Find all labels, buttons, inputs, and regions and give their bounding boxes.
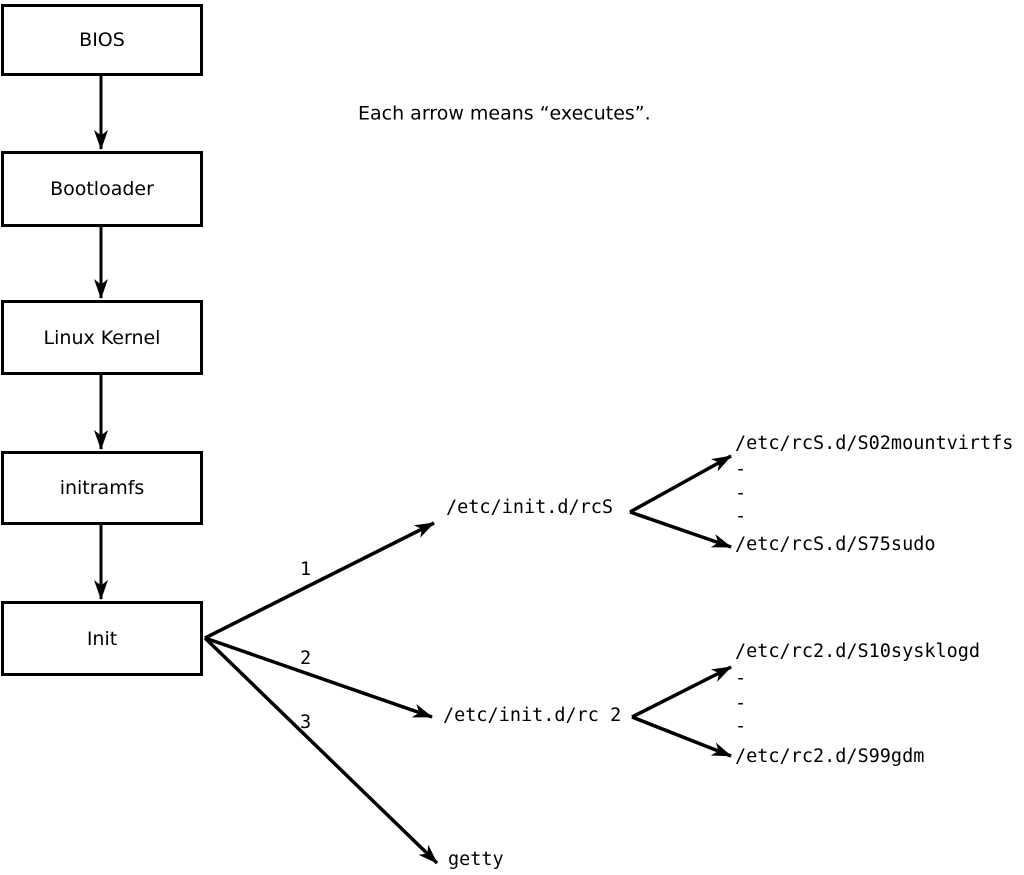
- leaf-rc2-first: /etc/rc2.d/S10sysklogd: [735, 640, 981, 662]
- node-initramfs: initramfs: [1, 451, 203, 525]
- legend-note: Each arrow means “executes”.: [358, 102, 651, 125]
- node-bootloader: Bootloader: [1, 151, 203, 227]
- leaf-rc2-ellipsis: -: [735, 715, 747, 737]
- arrow-rcs-to-s02mountvirtfs: [629, 454, 732, 514]
- leaf-rc2-ellipsis: -: [735, 667, 747, 689]
- target-rc2-script: /etc/init.d/rc 2: [443, 704, 622, 726]
- node-bios-label: BIOS: [79, 29, 125, 51]
- node-bios: BIOS: [1, 4, 203, 76]
- leaf-rc2-ellipsis: -: [735, 692, 747, 714]
- branch-label-3: 3: [300, 711, 312, 733]
- branch-label-2: 2: [300, 647, 312, 669]
- arrow-init-to-rcs: [204, 521, 435, 640]
- arrow-init-to-getty: [203, 636, 439, 865]
- arrow-rcs-to-s75sudo: [629, 510, 732, 549]
- leaf-rcs-ellipsis: -: [735, 505, 747, 527]
- node-bootloader-label: Bootloader: [50, 178, 154, 200]
- target-rcs-script: /etc/init.d/rcS: [446, 496, 614, 518]
- leaf-rcs-last: /etc/rcS.d/S75sudo: [735, 533, 936, 555]
- target-getty: getty: [448, 848, 504, 870]
- leaf-rcs-ellipsis: -: [735, 458, 747, 480]
- leaf-rc2-last: /etc/rc2.d/S99gdm: [735, 745, 925, 767]
- arrow-rc2-to-s10sysklogd: [631, 665, 732, 719]
- node-init-label: Init: [86, 627, 118, 650]
- arrow-init-to-rc2: [204, 636, 433, 719]
- node-initramfs-label: initramfs: [59, 477, 145, 499]
- leaf-rcs-ellipsis: -: [735, 482, 747, 504]
- node-linux-kernel-label: Linux Kernel: [43, 326, 161, 349]
- leaf-rcs-first: /etc/rcS.d/S02mountvirtfs: [735, 432, 1014, 454]
- node-linux-kernel: Linux Kernel: [1, 300, 203, 375]
- node-init: Init: [1, 601, 203, 676]
- branch-label-1: 1: [300, 558, 312, 580]
- arrow-rc2-to-s99gdm: [631, 715, 732, 758]
